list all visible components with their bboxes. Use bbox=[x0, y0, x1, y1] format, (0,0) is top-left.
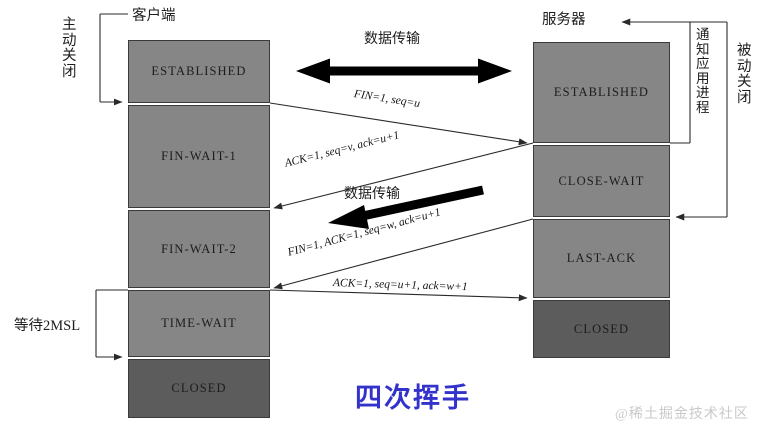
active-close-char-0: 主 bbox=[62, 17, 77, 33]
data-transfer-arrow-top bbox=[296, 58, 512, 84]
message-arrow-fin1 bbox=[269, 102, 528, 146]
server-state-close-wait: CLOSE-WAIT bbox=[533, 145, 670, 217]
watermark: @稀土掘金技术社区 bbox=[615, 407, 749, 422]
passive-close-char-2: 关 bbox=[737, 74, 752, 91]
passive-close-label: 被 动 关 闭 bbox=[737, 43, 752, 107]
client-state-time-wait: TIME-WAIT bbox=[128, 290, 270, 357]
active-close-char-3: 闭 bbox=[62, 63, 77, 80]
active-close-char-2: 关 bbox=[62, 48, 77, 65]
passive-close-char-3: 闭 bbox=[737, 89, 752, 106]
notify-app-char-2: 应 bbox=[696, 56, 710, 72]
data-transfer-arrow-middle bbox=[328, 185, 484, 229]
server-state-last-ack: LAST-ACK bbox=[533, 219, 670, 298]
notify-app-label: 通 知 应 用 进 程 bbox=[696, 27, 710, 115]
data-transfer-label-top: 数据传输 bbox=[364, 32, 420, 47]
notify-app-bracket bbox=[621, 18, 691, 144]
client-state-fin-wait-1: FIN-WAIT-1 bbox=[128, 105, 270, 208]
server-state-closed: CLOSED bbox=[533, 300, 670, 358]
notify-app-char-5: 程 bbox=[696, 99, 710, 115]
diagram-title: 四次挥手 bbox=[355, 383, 471, 413]
client-state-closed: CLOSED bbox=[128, 359, 270, 418]
passive-close-bracket bbox=[675, 21, 728, 221]
passive-close-char-1: 动 bbox=[737, 58, 752, 75]
notify-app-char-4: 进 bbox=[696, 85, 710, 101]
client-state-fin-wait-2: FIN-WAIT-2 bbox=[128, 210, 270, 288]
client-endpoint-label: 客户端 bbox=[132, 8, 176, 24]
message-arrow-ack1 bbox=[273, 142, 534, 210]
notify-app-char-1: 知 bbox=[696, 41, 710, 57]
notify-app-char-0: 通 bbox=[696, 27, 710, 42]
wait-2msl-bracket bbox=[95, 289, 128, 361]
server-endpoint-label: 服务器 bbox=[542, 12, 586, 28]
data-transfer-label-middle: 数据传输 bbox=[344, 187, 400, 202]
notify-app-char-3: 用 bbox=[696, 70, 710, 86]
active-close-bracket bbox=[99, 14, 123, 106]
passive-close-char-0: 被 bbox=[737, 43, 752, 59]
active-close-char-1: 动 bbox=[62, 32, 77, 49]
client-state-established: ESTABLISHED bbox=[128, 40, 270, 103]
message-arrow-fin2 bbox=[273, 218, 534, 290]
wait-2msl-label: 等待2MSL bbox=[14, 318, 81, 334]
active-close-label: 主 动 关 闭 bbox=[62, 17, 77, 81]
message-arrow-ack2 bbox=[269, 289, 528, 302]
server-state-established: ESTABLISHED bbox=[533, 42, 670, 143]
